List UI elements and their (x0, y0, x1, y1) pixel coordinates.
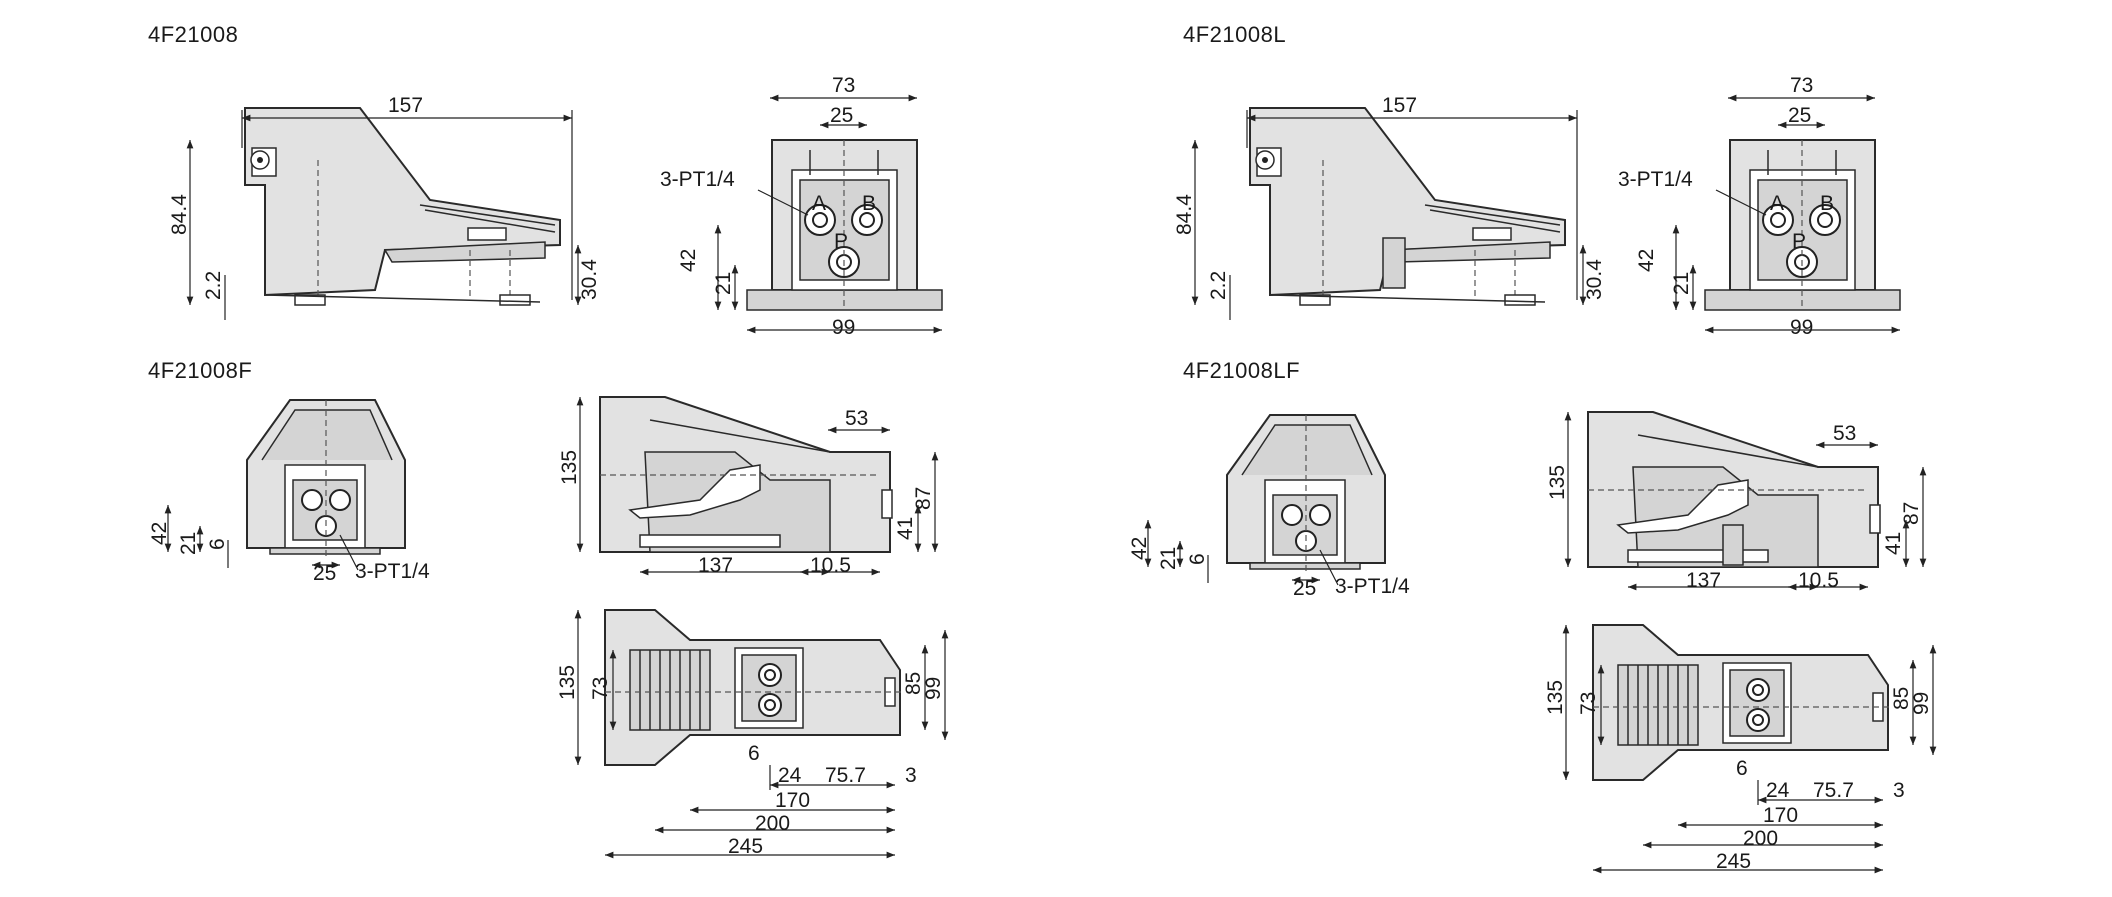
port-spec-f: 3-PT1/4 (355, 560, 430, 583)
dim-53-f: 53 (845, 407, 868, 430)
port-b-label: B (862, 192, 876, 215)
dim-73: 73 (832, 74, 855, 97)
port-b-label-l: B (1820, 192, 1834, 215)
dim-84-4-l: 84.4 (1173, 194, 1196, 235)
dim-245-lf: 245 (1716, 850, 1751, 873)
dim-42-f: 42 (148, 522, 171, 545)
dim-30-4-l: 30.4 (1583, 259, 1606, 300)
end-view-4f21008l (1672, 94, 1901, 334)
dim-21-f: 21 (177, 532, 200, 555)
dim-6-f: 6 (206, 538, 229, 550)
dim-84-4: 84.4 (168, 194, 191, 235)
dim-137-lf: 137 (1686, 569, 1721, 592)
port-a-label-l: A (1770, 192, 1784, 215)
side-view-4f21008 (186, 107, 582, 320)
dim-85-f: 85 (902, 672, 925, 695)
dim-75-7-lf: 75.7 (1813, 779, 1854, 802)
dim-200-f: 200 (755, 812, 790, 835)
port-spec-l: 3-PT1/4 (1618, 168, 1693, 191)
dim-10-5-lf: 10.5 (1798, 569, 1839, 592)
dim-41-lf: 41 (1882, 532, 1905, 555)
model-title-4f21008lf: 4F21008LF (1183, 358, 1301, 383)
dim-6-top-lf: 6 (1736, 757, 1748, 780)
dim-137-f: 137 (698, 554, 733, 577)
model-title-4f21008: 4F21008 (148, 22, 239, 47)
dim-42-lf: 42 (1128, 537, 1151, 560)
dim-99-top-f: 99 (922, 677, 945, 700)
front-view-4f21008lf (1144, 414, 1386, 586)
dim-99: 99 (832, 316, 855, 339)
dim-53-lf: 53 (1833, 422, 1856, 445)
top-view-4f21008lf (1562, 624, 1937, 874)
dim-157: 157 (388, 94, 423, 117)
cover-side-4f21008lf (1564, 411, 1927, 591)
dim-3-lf: 3 (1893, 779, 1905, 802)
dim-25-f: 25 (313, 562, 336, 585)
top-view-4f21008f (574, 609, 949, 859)
dim-135-f: 135 (558, 450, 581, 485)
dim-25: 25 (830, 104, 853, 127)
dim-24-lf: 24 (1766, 779, 1790, 802)
end-view-4f21008 (714, 94, 943, 334)
dim-73-top-lf: 73 (1577, 692, 1600, 715)
dim-24-f: 24 (778, 764, 802, 787)
dim-87-lf: 87 (1900, 502, 1923, 525)
side-view-4f21008l (1191, 107, 1587, 320)
dim-3-f: 3 (905, 764, 917, 787)
dim-30-4: 30.4 (578, 259, 601, 300)
dim-2-2: 2.2 (202, 271, 225, 300)
dim-6-top-f: 6 (748, 742, 760, 765)
dim-75-7-f: 75.7 (825, 764, 866, 787)
dim-135-top-lf: 135 (1544, 680, 1567, 715)
dim-2-2-l: 2.2 (1207, 271, 1230, 300)
dim-41-f: 41 (894, 517, 917, 540)
dim-85-lf: 85 (1890, 687, 1913, 710)
model-title-4f21008f: 4F21008F (148, 358, 253, 383)
dim-200-lf: 200 (1743, 827, 1778, 850)
front-view-4f21008f (164, 399, 406, 571)
dim-170-lf: 170 (1763, 804, 1798, 827)
dim-157-l: 157 (1382, 94, 1417, 117)
model-title-4f21008l: 4F21008L (1183, 22, 1287, 47)
dim-99-l: 99 (1790, 316, 1813, 339)
port-spec-lf: 3-PT1/4 (1335, 575, 1410, 598)
dim-135-top-f: 135 (556, 665, 579, 700)
port-p-label: P (834, 230, 848, 253)
dim-245-f: 245 (728, 835, 763, 858)
port-a-label: A (812, 192, 826, 215)
dim-73-top-f: 73 (589, 677, 612, 700)
dim-21-lf: 21 (1157, 547, 1180, 570)
port-p-label-l: P (1792, 230, 1806, 253)
dim-42-l: 42 (1635, 249, 1658, 272)
dim-21-l: 21 (1670, 272, 1693, 295)
dim-73-l: 73 (1790, 74, 1813, 97)
dim-6-lf: 6 (1186, 553, 1209, 565)
dim-25-lf: 25 (1293, 577, 1316, 600)
dim-135-lf: 135 (1546, 465, 1569, 500)
dim-21: 21 (712, 272, 735, 295)
dim-42: 42 (677, 249, 700, 272)
dim-10-5-f: 10.5 (810, 554, 851, 577)
dim-170-f: 170 (775, 789, 810, 812)
cover-side-4f21008f (576, 396, 939, 576)
dim-25-l: 25 (1788, 104, 1811, 127)
port-spec: 3-PT1/4 (660, 168, 735, 191)
dim-87-f: 87 (912, 487, 935, 510)
dim-99-top-lf: 99 (1910, 692, 1933, 715)
